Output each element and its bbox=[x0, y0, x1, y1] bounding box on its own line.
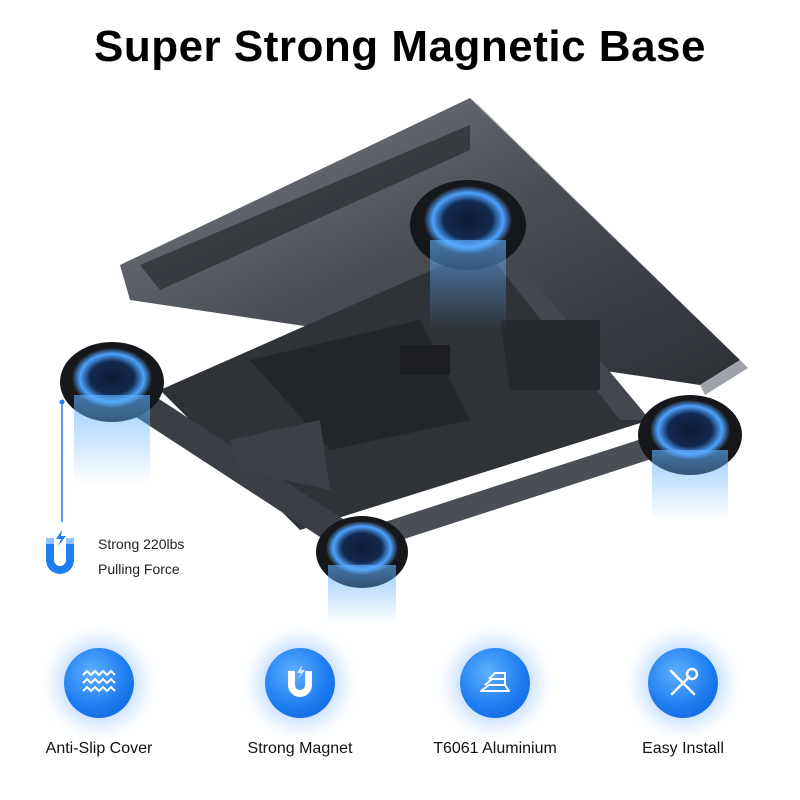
base-frame bbox=[110, 210, 710, 550]
feature-strong-magnet: Strong Magnet bbox=[205, 648, 395, 778]
feature-label: Easy Install bbox=[642, 740, 724, 757]
feature-badge bbox=[648, 648, 718, 718]
feature-easy-install: Easy Install bbox=[588, 648, 778, 778]
magnet-pad-top bbox=[410, 180, 526, 330]
magnet-pad-right bbox=[638, 395, 742, 520]
metal-bars-icon bbox=[480, 672, 510, 692]
feature-aluminium: T6061 Aluminium bbox=[400, 648, 590, 778]
callout-line-2: Pulling Force bbox=[98, 561, 180, 577]
feature-label: T6061 Aluminium bbox=[433, 740, 557, 757]
feature-badge bbox=[460, 648, 530, 718]
pulling-force-callout: Strong 220lbs Pulling Force bbox=[40, 528, 240, 588]
magnet-pad-left bbox=[60, 342, 164, 485]
magnet-icon bbox=[288, 665, 312, 697]
wave-pattern-icon bbox=[82, 669, 116, 693]
feature-label: Strong Magnet bbox=[247, 740, 353, 757]
callout-line-1: Strong 220lbs bbox=[98, 536, 185, 552]
magnet-pad-bottom bbox=[316, 516, 408, 625]
product-image bbox=[59, 98, 748, 625]
feature-badge bbox=[265, 648, 335, 718]
magnet-icon bbox=[46, 530, 74, 574]
feature-anti-slip: Anti-Slip Cover bbox=[4, 648, 194, 778]
feature-badge bbox=[64, 648, 134, 718]
feature-row: Anti-Slip Cover Strong Magnet T6061 Alum… bbox=[0, 648, 800, 778]
tools-icon bbox=[669, 667, 699, 696]
page-title: Super Strong Magnetic Base bbox=[93, 22, 706, 71]
feature-label: Anti-Slip Cover bbox=[45, 740, 153, 757]
